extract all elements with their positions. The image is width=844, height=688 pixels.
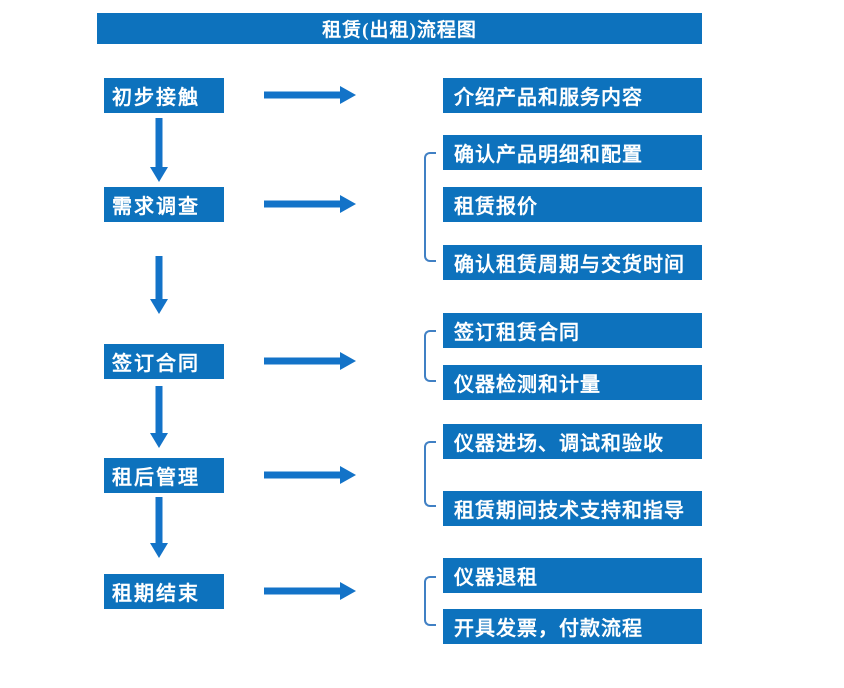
arrow-right-icon <box>264 86 356 104</box>
detail-box-rental-quotation: 租赁报价 <box>443 187 702 222</box>
arrow-right-icon <box>264 466 356 484</box>
bracket-demand-survey-group <box>424 152 436 262</box>
detail-box-introduce-products: 介绍产品和服务内容 <box>443 78 702 113</box>
detail-box-sign-rental-contract: 签订租赁合同 <box>443 313 702 348</box>
step-box-rental-end: 租期结束 <box>104 574 224 609</box>
arrow-down-icon <box>150 256 168 314</box>
arrow-down-icon <box>150 497 168 558</box>
arrow-down-icon <box>150 386 168 448</box>
detail-box-invoice-payment: 开具发票，付款流程 <box>443 609 702 644</box>
step-box-initial-contact: 初步接触 <box>104 78 224 113</box>
detail-box-instrument-testing: 仪器检测和计量 <box>443 365 702 400</box>
step-box-demand-survey: 需求调查 <box>104 187 224 222</box>
detail-box-instrument-return: 仪器退租 <box>443 558 702 593</box>
bracket-post-rental-mgmt-group <box>424 441 436 507</box>
arrow-right-icon <box>264 352 356 370</box>
detail-box-instrument-setup: 仪器进场、调试和验收 <box>443 424 702 459</box>
diagram-title: 租赁(出租)流程图 <box>97 13 702 44</box>
arrow-right-icon <box>264 195 356 213</box>
bracket-rental-end-group <box>424 576 436 626</box>
step-box-post-rental-mgmt: 租后管理 <box>104 458 224 493</box>
detail-box-confirm-product-spec: 确认产品明细和配置 <box>443 135 702 170</box>
arrow-down-icon <box>150 118 168 182</box>
detail-box-confirm-rental-period: 确认租赁周期与交货时间 <box>443 245 702 280</box>
arrow-right-icon <box>264 582 356 600</box>
step-box-sign-contract: 签订合同 <box>104 344 224 379</box>
bracket-sign-contract-group <box>424 330 436 382</box>
detail-box-tech-support: 租赁期间技术支持和指导 <box>443 491 702 526</box>
